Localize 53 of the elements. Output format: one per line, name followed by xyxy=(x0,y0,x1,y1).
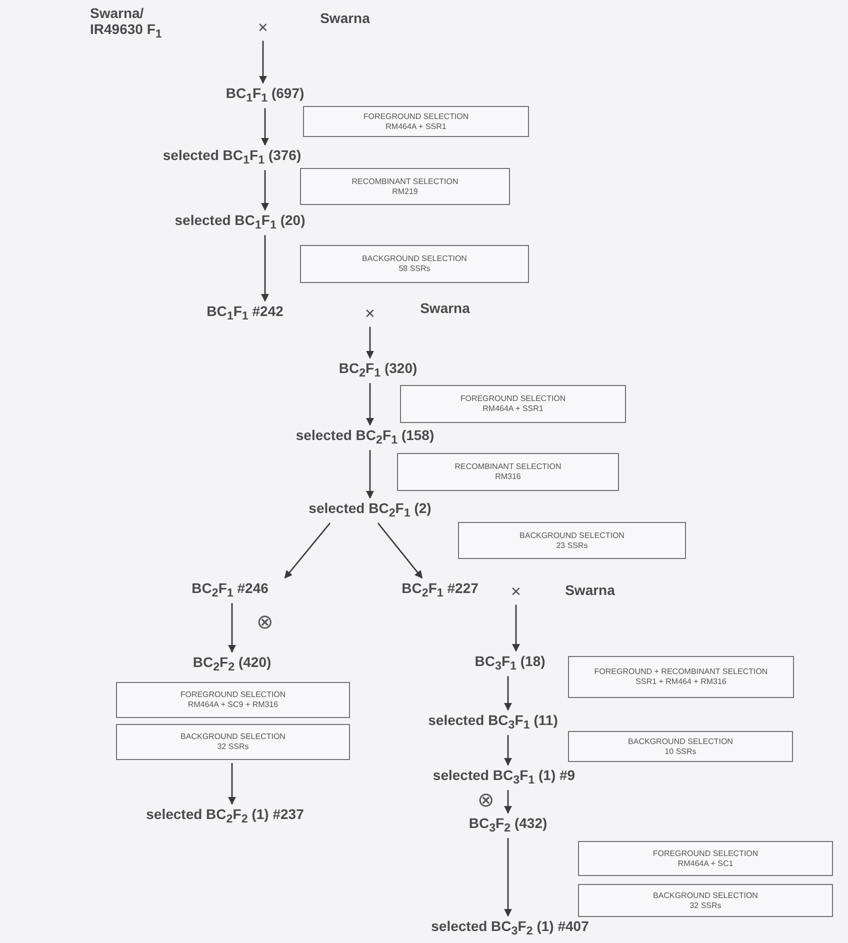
selection-box: BACKGROUND SELECTION 10 SSRs xyxy=(568,731,793,762)
generation-label: selected BC$_{1}$F$_{1}$ (376) xyxy=(162,146,302,168)
selfing-symbol: ⊗ xyxy=(256,610,274,634)
generation-label: selected BC$_{2}$F$_{1}$ (2) xyxy=(308,500,432,520)
arrow xyxy=(504,735,512,766)
generation-label: BC$_{3}$F$_{1}$ (18) xyxy=(474,652,546,674)
selection-box: FOREGROUND SELECTION RM464A + SSR1 xyxy=(400,385,626,423)
arrow xyxy=(261,235,269,302)
generation-label: selected BC$_{3}$F$_{1}$ (1) #9 xyxy=(432,766,576,788)
generation-label: BC$_{2}$F$_{1}$ #246 xyxy=(192,580,268,600)
selection-box: FOREGROUND SELECTION RM464A + SC1 xyxy=(578,841,833,876)
generation-label: selected BC$_{3}$F$_{1}$ (11) xyxy=(428,712,558,732)
generation-label: Swarna xyxy=(565,582,615,598)
selection-box: BACKGROUND SELECTION 23 SSRs xyxy=(458,522,686,559)
arrow xyxy=(259,40,267,84)
arrow xyxy=(366,383,374,426)
generation-label: Swarna xyxy=(320,10,370,26)
selfing-symbol: ⊗ xyxy=(478,788,494,812)
arrow xyxy=(377,522,423,579)
arrow xyxy=(366,450,374,499)
generation-label: BC$_{2}$F$_{2}$ (420) xyxy=(192,654,272,674)
arrow xyxy=(261,170,269,211)
arrow xyxy=(504,676,512,711)
selection-box: RECOMBINANT SELECTION RM219 xyxy=(300,168,510,205)
arrow xyxy=(228,763,236,805)
arrow xyxy=(261,108,269,146)
selection-box: RECOMBINANT SELECTION RM316 xyxy=(397,453,619,491)
selection-box: FOREGROUND SELECTION RM464A + SSR1 xyxy=(303,106,529,137)
generation-label: selected BC$_{3}$F$_{2}$ (1) #407 xyxy=(431,918,589,938)
generation-label: BC$_{2}$F$_{1}$ #227 xyxy=(402,580,478,600)
selection-box: FOREGROUND SELECTION RM464A + SC9 + RM316 xyxy=(116,682,350,718)
generation-label: selected BC$_{2}$F$_{2}$ (1) #237 xyxy=(146,806,304,826)
generation-label: selected BC$_{1}$F$_{1}$ (20) xyxy=(174,212,306,232)
arrow xyxy=(504,790,512,814)
generation-label: BC$_{1}$F$_{1}$ (697) xyxy=(226,84,304,106)
arrow xyxy=(504,838,512,917)
generation-label: BC$_{2}$F$_{1}$ (320) xyxy=(338,360,418,380)
cross-symbol: × xyxy=(511,582,521,602)
selection-box: BACKGROUND SELECTION 32 SSRs xyxy=(116,724,350,760)
generation-label: selected BC$_{2}$F$_{1}$ (158) xyxy=(296,426,434,448)
generation-label: Swarna xyxy=(420,300,470,316)
selection-box: FOREGROUND + RECOMBINANT SELECTION SSR1 + RM464 + RM316 xyxy=(568,656,794,698)
arrow xyxy=(366,326,374,359)
selection-box: BACKGROUND SELECTION 58 SSRs xyxy=(300,245,529,283)
cross-symbol: × xyxy=(258,18,268,38)
generation-label: BC$_{3}$F$_{2}$ (432) xyxy=(468,814,548,836)
arrow xyxy=(284,522,331,579)
selection-box: BACKGROUND SELECTION 32 SSRs xyxy=(578,884,833,917)
arrow xyxy=(228,603,236,653)
cross-symbol: × xyxy=(365,304,375,324)
generation-label: Swarna/ IR49630 F$_{1}$ xyxy=(90,4,170,42)
generation-label: BC$_{1}$F$_{1}$ #242 xyxy=(206,302,284,324)
arrow xyxy=(512,604,520,652)
